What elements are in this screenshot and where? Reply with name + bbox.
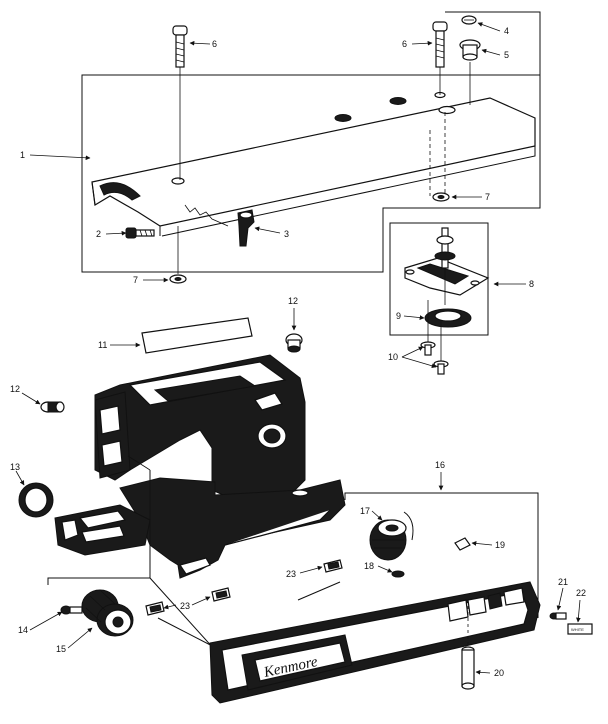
callout-labels: 1 2 3 4 5 6 6 7 7 8 9 10 11 12 12 13 14 …: [10, 26, 586, 678]
knob-12-side: [40, 401, 65, 413]
winder-spindle: [441, 227, 449, 269]
latch-3: [237, 209, 255, 247]
panel-window: [447, 599, 469, 622]
callout-19: 19: [495, 540, 505, 550]
callout-16: 16: [435, 460, 445, 470]
top-cover-group: [81, 11, 541, 284]
callout-7-lower: 7: [133, 275, 138, 285]
callout-10: 10: [388, 352, 398, 362]
panel-window: [503, 587, 525, 606]
callout-3: 3: [284, 229, 289, 239]
callout-23-right: 23: [286, 569, 296, 579]
machine-head-group: [18, 317, 346, 651]
cover-hole: [438, 105, 456, 115]
callout-5: 5: [504, 50, 509, 60]
front-panel-group: Kenmore WH: [145, 492, 593, 704]
callout-18: 18: [364, 561, 374, 571]
panel-window: [487, 592, 503, 610]
bed-slot: [179, 557, 211, 575]
nameplate: [254, 642, 346, 682]
callout-22: 22: [576, 588, 586, 598]
top-cover-boundary: [81, 11, 541, 273]
latch-spring: [184, 204, 229, 227]
screw-4: [461, 15, 477, 25]
callout-9: 9: [396, 311, 401, 321]
callout-8: 8: [529, 279, 534, 289]
callout-4: 4: [504, 26, 509, 36]
bobbin-winder-boundary: [389, 222, 489, 336]
bushing-5: [459, 39, 481, 105]
callout-12-upper: 12: [288, 296, 298, 306]
label-strip-11: [141, 317, 253, 354]
clip-18: [391, 570, 405, 578]
dial-17: [369, 511, 414, 561]
top-cover-front-lip: [99, 182, 141, 201]
screws-10: [420, 300, 449, 375]
callout-1: 1: [20, 150, 25, 160]
callout-6-right: 6: [402, 39, 407, 49]
screw-14: [60, 605, 83, 615]
bobbin-winder-group: [389, 222, 490, 375]
screw-2: [125, 227, 155, 239]
callout-7-upper: 7: [485, 192, 490, 202]
callout-13: 13: [10, 462, 20, 472]
badge-22: WHITE: [567, 623, 593, 635]
cover-hole: [171, 177, 185, 185]
callout-14: 14: [18, 625, 28, 635]
knob-12-upper: [285, 333, 303, 353]
callout-20: 20: [494, 668, 504, 678]
top-cover: [91, 97, 536, 227]
badge-text: WHITE: [571, 627, 584, 632]
cover-hole: [389, 97, 407, 105]
callout-6-left: 6: [212, 39, 217, 49]
callout-leaders: [15, 22, 581, 675]
screw-21: [549, 612, 567, 620]
pin-20: [461, 600, 475, 690]
cover-hole: [334, 114, 352, 122]
ring-9: [424, 308, 472, 328]
clip-19: [454, 537, 471, 551]
panel-window: [467, 596, 487, 616]
callout-15: 15: [56, 644, 66, 654]
ring-13: [18, 482, 54, 518]
callout-23-left: 23: [180, 601, 190, 611]
screw-6-right: [432, 21, 448, 95]
callout-11: 11: [98, 340, 107, 350]
callout-21: 21: [558, 577, 568, 587]
callout-2: 2: [96, 229, 101, 239]
callout-12-side: 12: [10, 384, 20, 394]
dial-knob-15: [81, 589, 134, 637]
screw-6-left: [172, 25, 188, 180]
callout-17: 17: [360, 506, 370, 516]
